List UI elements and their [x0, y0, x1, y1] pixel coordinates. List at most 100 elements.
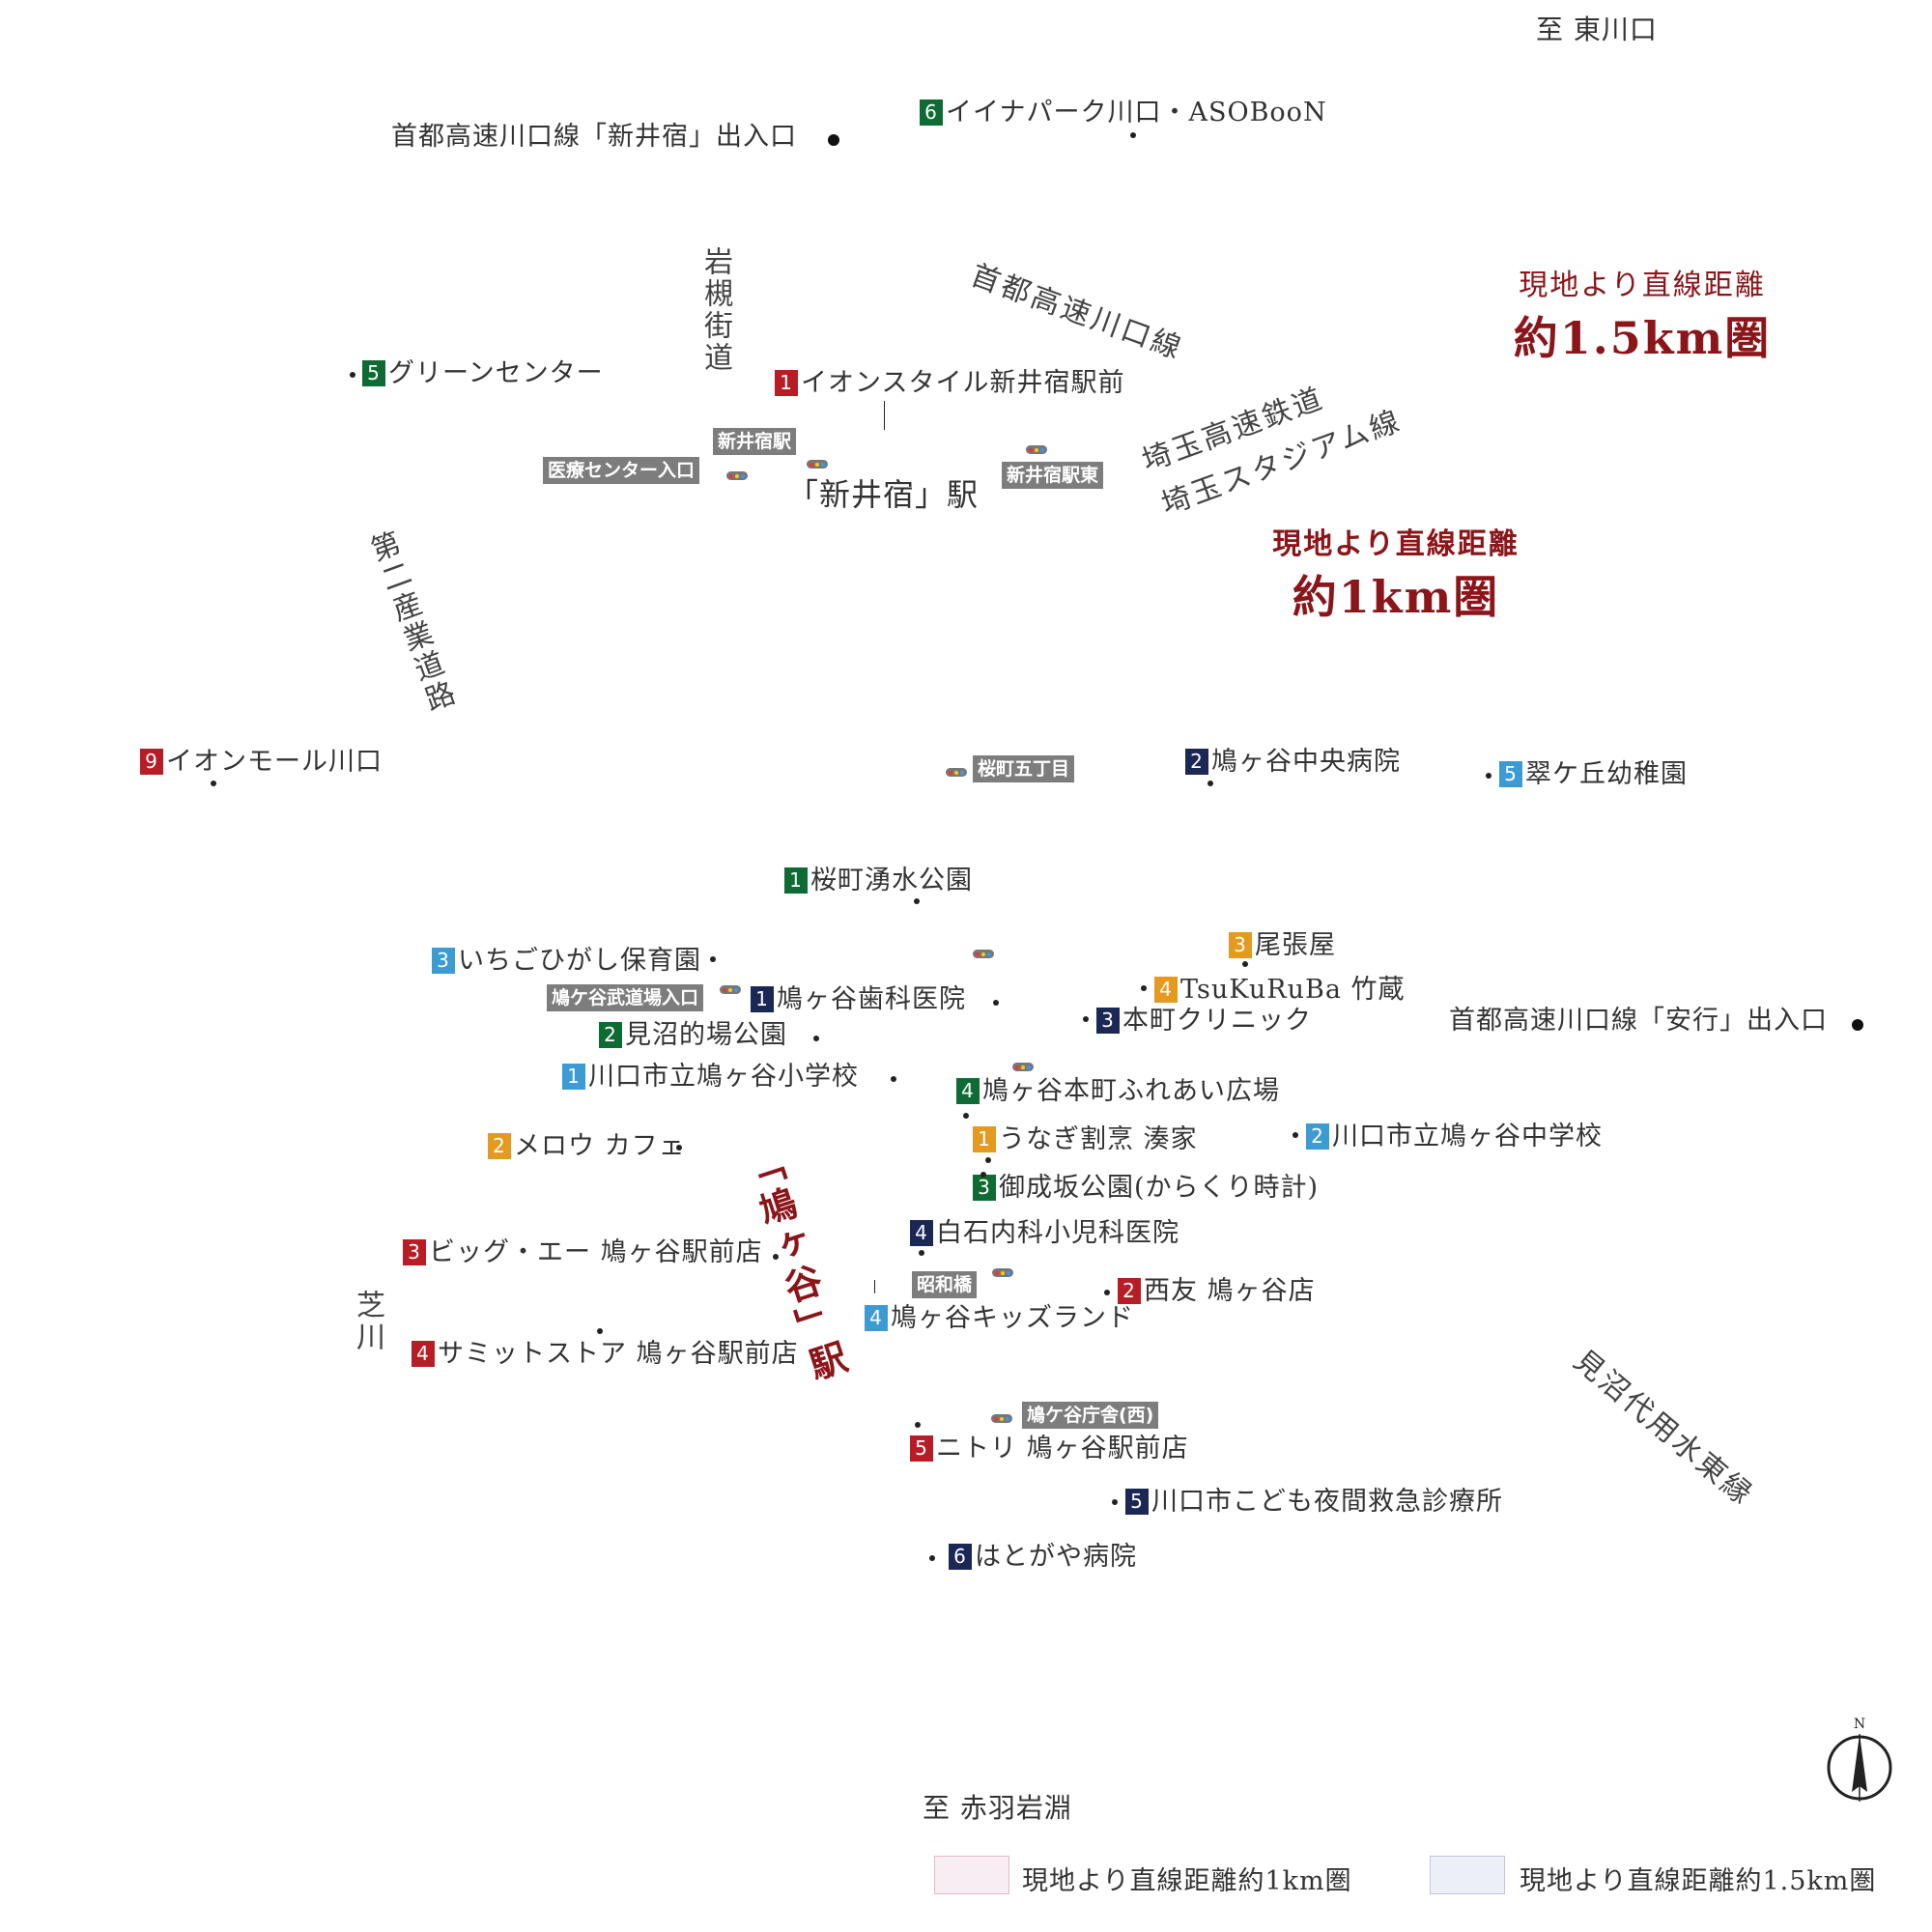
poi-number-badge: 4 — [956, 1078, 980, 1104]
poi-number-badge: 4 — [865, 1305, 888, 1331]
poi-label: 鳩ヶ谷キッズランド — [891, 1303, 1134, 1333]
poi-label: イオンスタイル新井宿駅前 — [801, 368, 1125, 398]
poi-label: いちごひがし保育園 — [458, 946, 701, 976]
poi-label: うなぎ割烹 湊家 — [999, 1124, 1198, 1154]
bus-stop-hatogaya-chosha: 鳩ケ谷庁舎(西) — [1022, 1402, 1159, 1429]
poi-number-badge: 2 — [599, 1022, 622, 1048]
compass-label: N — [1854, 1717, 1865, 1732]
poi-label: TsuKuRuBa 竹蔵 — [1180, 975, 1406, 1005]
poi-number-badge: 1 — [751, 986, 774, 1012]
poi-marker — [993, 1000, 999, 1006]
bus-stop-icon — [726, 471, 748, 480]
poi-label: 翠ケ丘幼稚園 — [1525, 759, 1688, 789]
road-shuto-kawaguchi: 首都高速川口線 — [966, 258, 1188, 367]
poi-marker — [915, 1422, 921, 1428]
poi-number-badge: 4 — [412, 1341, 435, 1367]
poi-label: 桜町湧水公園 — [810, 866, 973, 895]
poi-marker — [1083, 1016, 1089, 1022]
waterway-minuma: 見沼代用水東縁 — [1567, 1344, 1760, 1514]
circle-1-5km-label: 現地より直線距離 約1.5km圏 — [1502, 261, 1782, 367]
legend-1-5km-label: 現地より直線距離約1.5km圏 — [1520, 1866, 1877, 1896]
bus-stop-icon — [807, 460, 828, 469]
circle-1-5km-line2: 約1.5km圏 — [1513, 312, 1772, 364]
legend-1km-label: 現地より直線距離約1km圏 — [1022, 1866, 1352, 1896]
poi-number-badge: 6 — [949, 1544, 972, 1570]
poi-label: 見沼的場公園 — [625, 1020, 787, 1050]
expressway-exit-araijuku: 首都高速川口線「新井宿」出入口 — [391, 122, 797, 152]
poi-marker — [1112, 1499, 1118, 1505]
circle-1km-line1: 現地より直線距離 — [1272, 527, 1520, 561]
poi-number-badge: 2 — [1185, 749, 1208, 775]
poi-marker — [1130, 132, 1136, 138]
bus-stop-icon — [991, 1414, 1012, 1423]
bus-stop-sakuramachi: 桜町五丁目 — [973, 755, 1075, 782]
poi-marker — [980, 1172, 986, 1178]
poi-marker — [1141, 985, 1147, 991]
circle-1km-label: 現地より直線距離 約1km圏 — [1256, 520, 1536, 626]
poi-number-badge: 1 — [784, 867, 808, 894]
bus-stop-araijuku-higashi: 新井宿駅東 — [1002, 462, 1104, 489]
bus-stop-iryo-center: 医療センター入口 — [543, 457, 700, 484]
poi-label: 鳩ヶ谷本町ふれあい広場 — [982, 1076, 1280, 1106]
river-shiba: 芝川 — [351, 1290, 384, 1353]
poi-marker — [891, 1076, 896, 1082]
poi-number-badge: 4 — [1154, 977, 1178, 1003]
poi-marker — [813, 1036, 819, 1041]
poi-label: 鳩ヶ谷中央病院 — [1211, 747, 1401, 777]
poi-marker — [1104, 1290, 1110, 1295]
poi-number-badge: 1 — [973, 1126, 996, 1152]
poi-marker — [985, 1157, 991, 1163]
poi-number-badge: 2 — [488, 1133, 511, 1159]
poi-number-badge: 6 — [920, 99, 943, 126]
poi-marker — [1486, 773, 1492, 779]
circle-1-5km-line1: 現地より直線距離 — [1519, 269, 1766, 302]
poi-number-badge: 9 — [140, 749, 163, 775]
station-araijuku: 「新井宿」駅 — [787, 476, 980, 513]
poi-label: イイナパーク川口・ASOBooN — [946, 98, 1327, 128]
poi-number-badge: 1 — [562, 1064, 585, 1090]
poi-label: サミットストア 鳩ヶ谷駅前店 — [438, 1339, 799, 1369]
poi-label: はとがや病院 — [975, 1542, 1137, 1572]
poi-number-badge: 3 — [432, 948, 455, 974]
compass-north-icon: N — [1827, 1717, 1892, 1802]
poi-marker — [929, 1555, 935, 1561]
bus-stop-icon — [1026, 445, 1047, 454]
road-daini-sangyo: 第二産業道路 — [361, 526, 459, 719]
poi-leader-line — [874, 1280, 875, 1293]
poi-marker — [1208, 781, 1213, 786]
poi-label: ビッグ・エー 鳩ヶ谷駅前店 — [429, 1237, 763, 1267]
bus-stop-icon — [973, 950, 994, 958]
exit-marker — [1852, 1019, 1863, 1031]
poi-number-badge: 5 — [1499, 761, 1522, 787]
bus-stop-icon — [992, 1268, 1013, 1277]
poi-number-badge: 5 — [1125, 1489, 1149, 1515]
poi-marker — [963, 1113, 969, 1119]
poi-label: 川口市立鳩ヶ谷小学校 — [588, 1062, 859, 1092]
bus-stop-araijuku-eki: 新井宿駅 — [713, 428, 797, 455]
poi-label: 本町クリニック — [1122, 1006, 1312, 1036]
poi-number-badge: 2 — [1306, 1123, 1329, 1150]
expressway-exit-angyo: 首都高速川口線「安行」出入口 — [1449, 1006, 1828, 1036]
poi-label: 尾張屋 — [1255, 930, 1336, 960]
circle-1km-line2: 約1km圏 — [1292, 571, 1500, 623]
poi-label: 川口市こども夜間救急診療所 — [1151, 1487, 1503, 1517]
poi-label: 御成坂公園(からくり時計) — [999, 1173, 1320, 1203]
bus-stop-budojo: 鳩ケ谷武道場入口 — [547, 984, 704, 1011]
